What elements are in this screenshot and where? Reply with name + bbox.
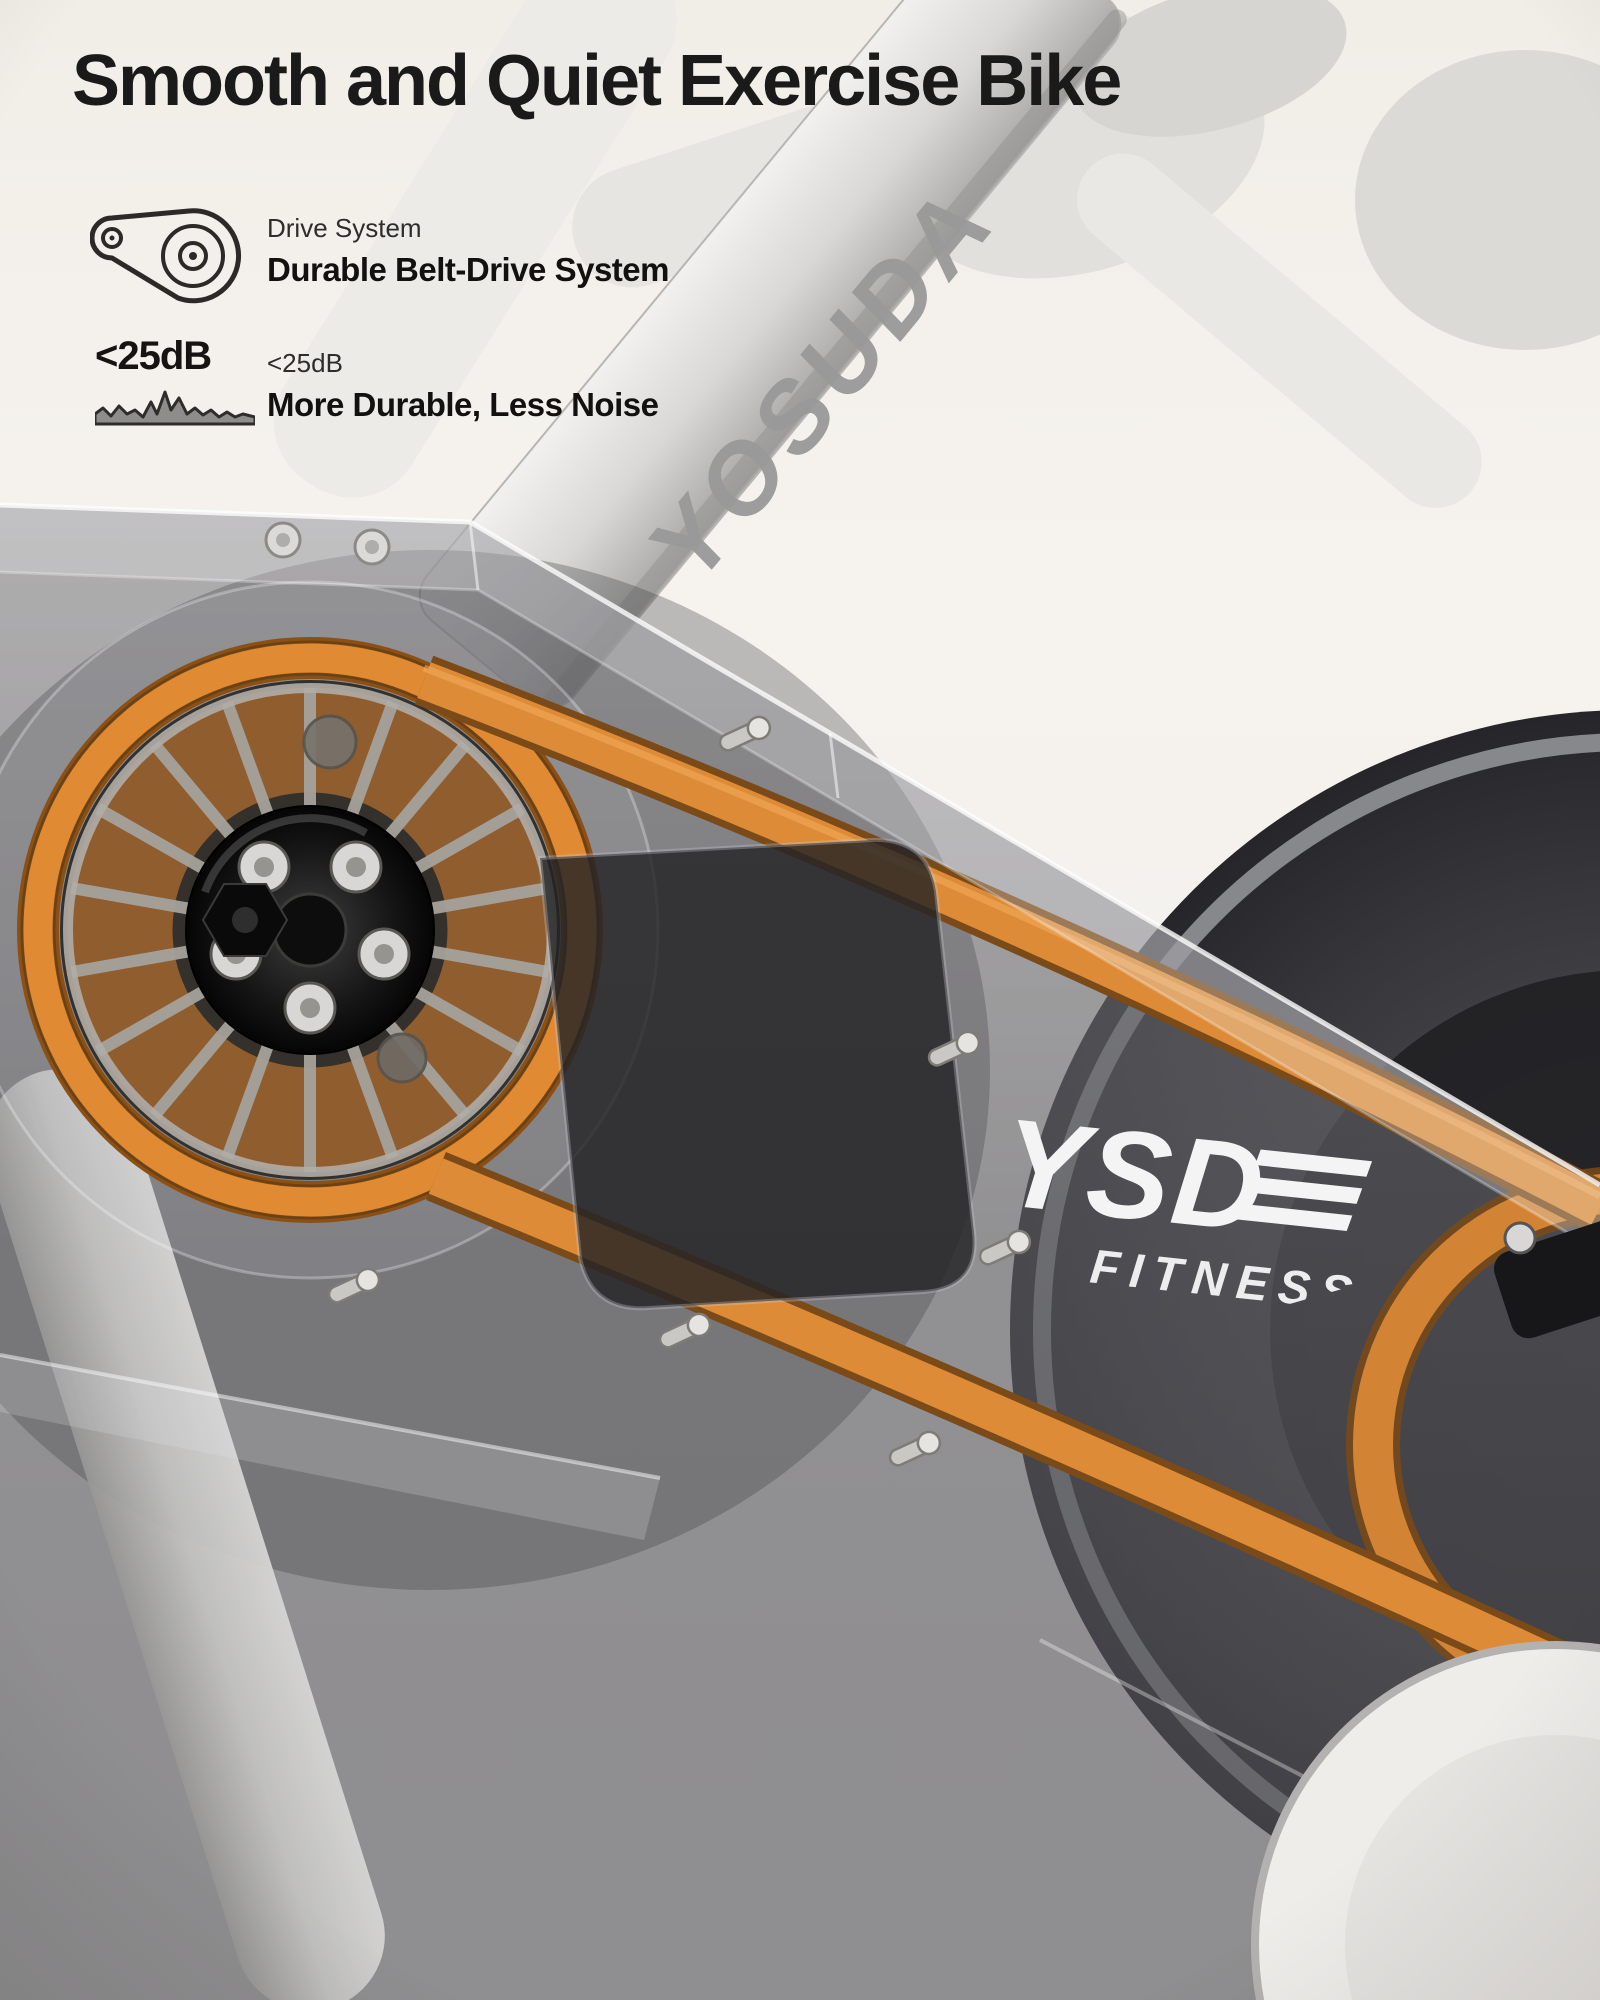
feature-label: <25dB xyxy=(267,348,343,378)
page-title: Smooth and Quiet Exercise Bike xyxy=(72,41,1122,121)
feature-headline: Durable Belt-Drive System xyxy=(267,251,669,289)
feature-noise-level: <25dB xyxy=(93,334,265,433)
feature-headline: More Durable, Less Noise xyxy=(267,386,659,424)
feature-label: Drive System xyxy=(267,213,422,243)
noise-level-caption: <25dB xyxy=(95,334,212,378)
feature-drive-system-text: Drive System Durable Belt-Drive System xyxy=(267,213,669,290)
belt-drive-icon xyxy=(89,208,241,304)
feature-drive-system xyxy=(89,208,242,309)
noise-waveform-icon xyxy=(93,390,257,426)
feature-noise-level-text: <25dB More Durable, Less Noise xyxy=(267,348,659,425)
